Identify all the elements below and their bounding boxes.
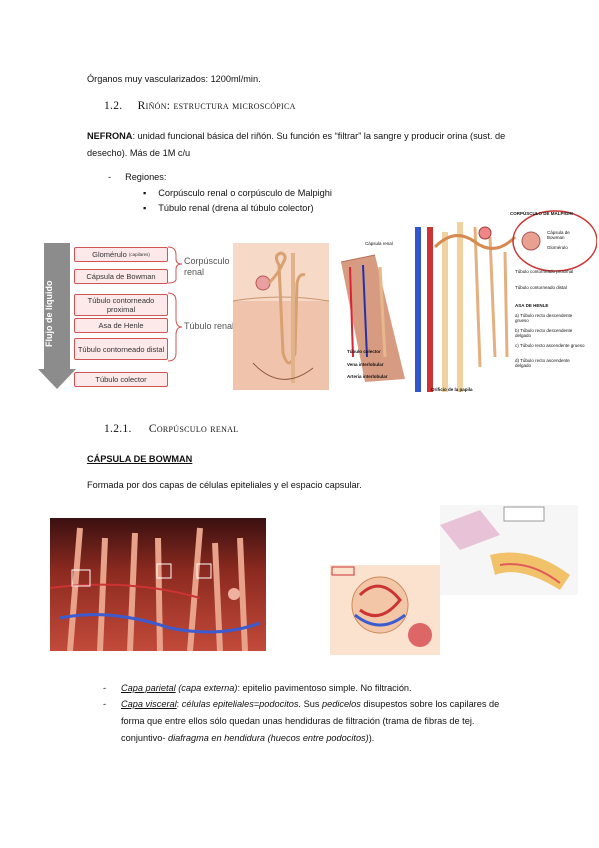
diagram2-label: Cápsula de Bowman <box>547 230 570 240</box>
diagram2-label: Arteria interlobular <box>347 374 388 379</box>
diagram2-label: Túbulo colector <box>347 349 381 354</box>
section-title: Riñón: estructura microscópica <box>137 100 296 112</box>
podocytes-illustration <box>440 506 570 590</box>
asa-henle-box: Asa de Henle <box>74 318 168 333</box>
capsula-bowman-box: Cápsula de Bowman <box>74 269 168 284</box>
regiones-item: -Regiones: <box>108 172 167 182</box>
glomerulo-box: Glomérulo (capilares) <box>74 247 168 262</box>
section-heading-1-2: 1.2. Riñón: estructura microscópica <box>104 100 296 112</box>
podocytes-diagram <box>440 505 578 595</box>
diagram2-label: Túbulo contorneado proximal <box>515 269 574 274</box>
glomerulus-illustration <box>330 565 440 655</box>
diagram2-label: a) Túbulo recto descendente grueso <box>515 313 573 323</box>
diagram2-label: Glomérulo <box>547 245 568 250</box>
nephron-flow-diagram: Flujo de líquido Glomérulo (capilares) C… <box>38 243 330 390</box>
section-title: Corpúsculo renal <box>148 423 239 435</box>
diagram2-label: d) Túbulo recto ascendente delgado <box>515 358 570 368</box>
nephron-illustration <box>233 243 329 390</box>
regiones-sub-label: Túbulo renal (drena al túbulo colector) <box>158 203 314 213</box>
regiones-label: Regiones: <box>125 172 167 182</box>
section-number: 1.2.1. <box>104 423 132 435</box>
diagram2-label: Cápsula renal <box>365 241 393 246</box>
nefrona-paragraph: NEFRONA: unidad funcional básica del riñ… <box>87 128 517 162</box>
glomerulus-diagram <box>310 545 450 665</box>
section-number: 1.2. <box>104 100 123 112</box>
capa-parietal-text: Capa parietal (capa externa): epitelio p… <box>121 683 412 693</box>
regiones-sub-item: ▪Corpúsculo renal o corpúsculo de Malpig… <box>143 188 332 198</box>
nephron-detail-illustration <box>340 210 597 392</box>
tubules-render-illustration <box>50 527 261 651</box>
tubulo-colector-box: Túbulo colector <box>74 372 168 387</box>
section-heading-1-2-1: 1.2.1. Corpúsculo renal <box>104 423 238 435</box>
diagram2-label: Túbulo contorneado distal <box>515 285 567 290</box>
tubulo-renal-label: Túbulo renal <box>184 321 235 331</box>
diagram2-label: ASA DE HENLE <box>515 303 549 308</box>
bullet-item: - <box>103 699 107 709</box>
grouping-braces <box>167 246 183 362</box>
intro-line: Órganos muy vascularizados: 1200ml/min. <box>87 74 261 84</box>
tcp-box: Túbulo contorneado proximal <box>74 294 168 316</box>
regiones-sub-item: ▪Túbulo renal (drena al túbulo colector) <box>143 203 314 213</box>
capa-visceral-text: Capa visceral: células epiteliales=podoc… <box>121 699 500 743</box>
capsula-heading: CÁPSULA DE BOWMAN <box>87 454 193 464</box>
corpusculo-renal-label: Corpúsculo renal <box>184 256 230 277</box>
regiones-sub-label: Corpúsculo renal o corpúsculo de Malpigh… <box>158 188 332 198</box>
bullet-item: - <box>103 683 107 693</box>
tcd-box: Túbulo contorneado distal <box>74 338 168 360</box>
capsula-text: Formada por dos capas de células epiteli… <box>87 480 362 490</box>
diagram2-label: c) Túbulo recto ascendente grueso <box>515 343 585 348</box>
nefrona-text: : unidad funcional básica del riñón. Su … <box>87 131 506 158</box>
nephron-detail-diagram: CORPÚSCULO DE MALPIGHI Cápsula de Bowman… <box>335 207 597 402</box>
flow-label: Flujo de líquido <box>44 280 54 348</box>
flow-arrow-icon <box>38 243 76 389</box>
tubules-render-image <box>50 518 266 651</box>
diagram2-label: CORPÚSCULO DE MALPIGHI <box>510 211 573 216</box>
diagram2-label: b) Túbulo recto descendente delgado <box>515 328 573 338</box>
diagram2-label: Vena interlobular <box>347 362 384 367</box>
nefrona-term: NEFRONA <box>87 131 133 141</box>
diagram2-label: Orificio de la papila <box>431 387 473 392</box>
